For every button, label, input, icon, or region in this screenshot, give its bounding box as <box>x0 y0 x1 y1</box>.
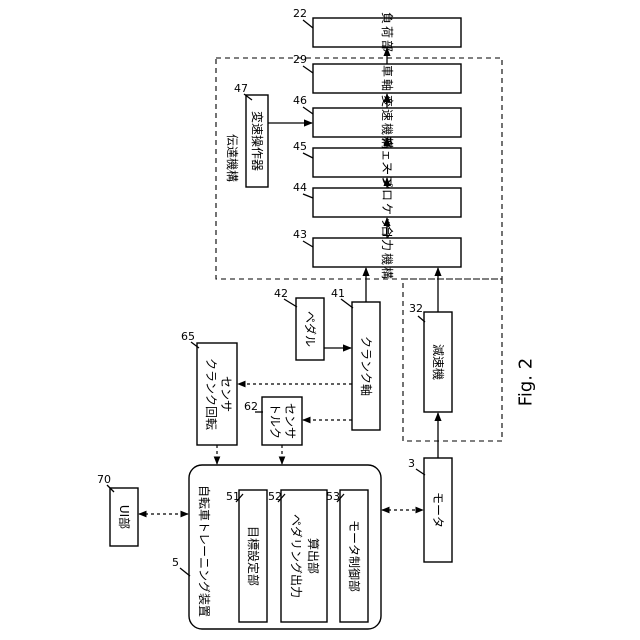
wheel-axle-label: 車軸 <box>380 65 394 93</box>
trainer-ref: 5 <box>172 556 179 569</box>
leader-22 <box>303 20 313 28</box>
motor-label: モータ <box>431 492 445 528</box>
combiner-ref: 43 <box>293 228 307 241</box>
reducer-label: 減速機 <box>431 344 446 380</box>
shift-operator-label: 変速操作器 <box>250 111 265 171</box>
torque-sensor-block: トルク センサ 62 <box>244 397 302 445</box>
leader-29 <box>303 66 313 73</box>
chain-ref: 45 <box>293 140 307 153</box>
sprocket-ref: 44 <box>293 181 307 194</box>
trainer-label: 自転車トレーニング装置 <box>197 485 211 617</box>
leader-43 <box>303 241 313 247</box>
leader-46 <box>303 107 313 114</box>
target-setting-label: 目標設定部 <box>246 526 261 586</box>
load-label: 負荷部 <box>380 12 395 54</box>
leader-44 <box>303 194 313 198</box>
shift-operator-ref: 47 <box>234 82 248 95</box>
pedal-ref: 42 <box>274 287 288 300</box>
combiner-block: 合力機構 43 <box>293 225 461 281</box>
reducer-block: 減速機 32 <box>409 302 452 412</box>
pedaling-calc-label-line1: ペダリング出力 <box>289 514 304 598</box>
crank-rotation-sensor-block: クランク回転 センサ 65 <box>181 330 237 445</box>
leader-41 <box>341 299 353 308</box>
wheel-axle-block: 車軸 29 <box>293 53 461 93</box>
pedaling-calc-ref: 52 <box>268 490 282 503</box>
transmission-block: 変速機構 46 <box>293 94 461 151</box>
load-block: 負荷部 22 <box>293 7 461 54</box>
torque-sensor-ref: 62 <box>244 400 258 413</box>
reducer-ref: 32 <box>409 302 423 315</box>
ui-ref: 70 <box>97 473 111 486</box>
pedal-block: ペダル 42 <box>274 287 324 360</box>
pedal-label: ペダル <box>303 311 318 347</box>
torque-sensor-label-line1: トルク <box>268 403 282 439</box>
leader-42 <box>284 299 297 307</box>
crank-sensor-label-line2: センサ <box>219 376 233 412</box>
crank-sensor-ref: 65 <box>181 330 195 343</box>
figure-label: Fig. 2 <box>516 358 537 406</box>
motor-ref: 3 <box>408 457 415 470</box>
wheel-axle-ref: 29 <box>293 53 307 66</box>
torque-sensor-label-line2: センサ <box>283 403 297 439</box>
target-setting-ref: 51 <box>226 490 240 503</box>
load-ref: 22 <box>293 7 307 20</box>
ui-block: UI部 70 <box>97 473 138 546</box>
transmission-ref: 46 <box>293 94 307 107</box>
crank-shaft-ref: 41 <box>331 287 345 300</box>
crank-shaft-label: クランク軸 <box>359 336 373 396</box>
pedaling-calc-label-line2: 算出部 <box>306 538 321 574</box>
leader-45 <box>303 153 313 158</box>
crank-shaft-block: クランク軸 41 <box>331 287 380 430</box>
crank-sensor-label-line1: クランク回転 <box>204 358 218 430</box>
ui-label: UI部 <box>117 505 132 529</box>
transmission-group-label: 伝達機構 <box>225 134 240 182</box>
chain-block: チェーン 45 <box>293 135 461 190</box>
motor-control-label: モータ制御部 <box>347 520 362 592</box>
trainer-device-block: 自転車トレーニング装置 5 目標設定部 51 ペダリング出力 算出部 52 モー… <box>172 465 381 629</box>
